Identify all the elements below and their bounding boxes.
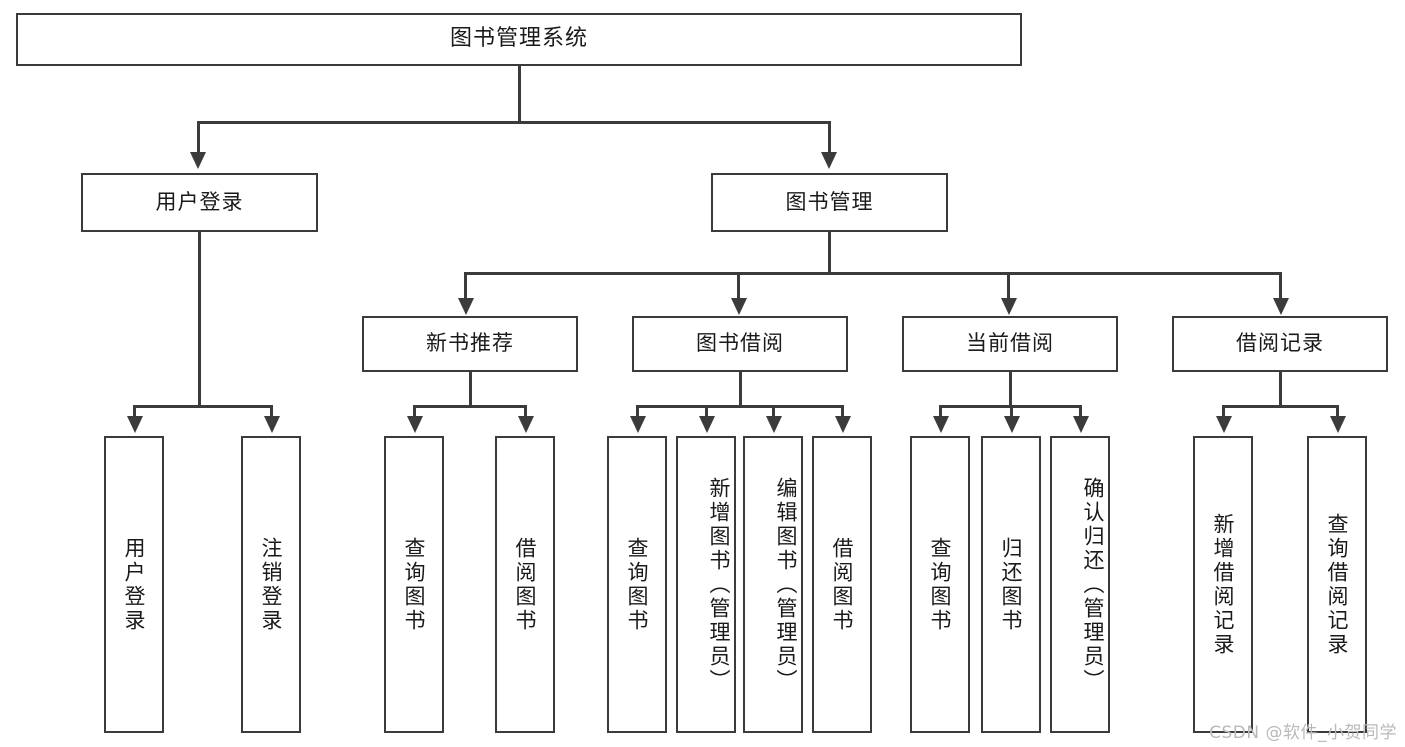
edge-book-manage-stem — [828, 232, 831, 274]
edge-book-manage-bus — [464, 272, 1282, 275]
node-borrow-record-label: 借阅记录 — [1236, 331, 1324, 356]
edge-new-book-rec-stem — [469, 372, 472, 407]
node-current-borrow-label: 当前借阅 — [966, 331, 1054, 356]
arrow-leaf-borrow-book-1 — [518, 416, 534, 433]
node-leaf-confirm-return[interactable]: 确认归还（管理员） — [1050, 436, 1110, 733]
edge-br-drop-1 — [1222, 405, 1225, 422]
arrow-to-current-borrow — [1001, 298, 1017, 315]
edge-user-login-drop-1 — [133, 405, 136, 422]
node-leaf-borrow-book-1[interactable]: 借阅图书 — [495, 436, 555, 733]
node-root-label: 图书管理系统 — [449, 26, 588, 52]
node-leaf-user-login-label: 用户登录 — [122, 536, 146, 633]
edge-user-login-bus — [133, 405, 272, 408]
arrow-to-borrow-record — [1273, 298, 1289, 315]
edge-to-current-borrow — [1007, 272, 1010, 304]
node-leaf-logout-label: 注销登录 — [259, 536, 283, 633]
edge-to-book-manage — [828, 121, 831, 156]
edge-to-book-borrow — [737, 272, 740, 304]
arrow-to-new-book-rec — [458, 298, 474, 315]
node-leaf-query-book-1-label: 查询图书 — [402, 536, 426, 633]
arrow-leaf-borrow-book-2 — [835, 416, 851, 433]
node-current-borrow[interactable]: 当前借阅 — [902, 316, 1118, 372]
edge-nbr-drop-2 — [524, 405, 527, 422]
node-leaf-edit-book[interactable]: 编辑图书（管理员） — [743, 436, 803, 733]
node-leaf-borrow-book-1-label: 借阅图书 — [513, 536, 537, 633]
edge-book-borrow-stem — [739, 372, 742, 407]
node-user-login-label: 用户登录 — [155, 189, 244, 214]
arrow-leaf-edit-book — [766, 416, 782, 433]
edge-bb-drop-3 — [772, 405, 775, 422]
edge-user-login-drop-2 — [270, 405, 273, 422]
node-book-borrow[interactable]: 图书借阅 — [632, 316, 848, 372]
edge-bb-drop-1 — [636, 405, 639, 422]
node-leaf-query-book-3[interactable]: 查询图书 — [910, 436, 970, 733]
node-leaf-add-record[interactable]: 新增借阅记录 — [1193, 436, 1253, 733]
edge-root-stem — [518, 66, 521, 121]
node-leaf-add-book-label: 新增图书（管理员） — [707, 476, 731, 693]
arrow-to-book-manage — [821, 152, 837, 169]
edge-user-login-stem — [198, 232, 201, 407]
node-leaf-query-book-2[interactable]: 查询图书 — [607, 436, 667, 733]
edge-borrow-record-bus — [1222, 405, 1339, 408]
arrow-leaf-logout — [264, 416, 280, 433]
edge-cb-drop-1 — [939, 405, 942, 422]
node-book-manage[interactable]: 图书管理 — [711, 173, 948, 232]
node-new-book-rec[interactable]: 新书推荐 — [362, 316, 578, 372]
node-user-login[interactable]: 用户登录 — [81, 173, 318, 232]
node-leaf-user-login[interactable]: 用户登录 — [104, 436, 164, 733]
node-leaf-query-book-1[interactable]: 查询图书 — [384, 436, 444, 733]
node-leaf-logout[interactable]: 注销登录 — [241, 436, 301, 733]
edge-cb-drop-3 — [1079, 405, 1082, 422]
edge-book-borrow-bus — [636, 405, 844, 408]
node-leaf-return-book-label: 归还图书 — [999, 536, 1023, 633]
node-leaf-query-book-2-label: 查询图书 — [625, 536, 649, 633]
arrow-leaf-query-book-1 — [407, 416, 423, 433]
arrow-to-user-login — [190, 152, 206, 169]
arrow-leaf-add-record — [1216, 416, 1232, 433]
edge-root-bus — [197, 121, 831, 124]
arrow-leaf-add-book — [699, 416, 715, 433]
arrow-to-book-borrow — [731, 298, 747, 315]
node-leaf-borrow-book-2-label: 借阅图书 — [830, 536, 854, 633]
edge-cb-drop-2 — [1010, 405, 1013, 422]
edge-new-book-rec-bus — [413, 405, 527, 408]
node-root[interactable]: 图书管理系统 — [16, 13, 1022, 66]
edge-current-borrow-stem — [1009, 372, 1012, 407]
edge-bb-drop-2 — [705, 405, 708, 422]
node-leaf-return-book[interactable]: 归还图书 — [981, 436, 1041, 733]
arrow-leaf-confirm-return — [1073, 416, 1089, 433]
node-borrow-record[interactable]: 借阅记录 — [1172, 316, 1388, 372]
node-leaf-borrow-book-2[interactable]: 借阅图书 — [812, 436, 872, 733]
node-leaf-query-book-3-label: 查询图书 — [928, 536, 952, 633]
arrow-leaf-user-login — [127, 416, 143, 433]
node-leaf-query-record-label: 查询借阅记录 — [1325, 512, 1349, 657]
edge-bb-drop-4 — [841, 405, 844, 422]
node-leaf-add-book[interactable]: 新增图书（管理员） — [676, 436, 736, 733]
node-leaf-edit-book-label: 编辑图书（管理员） — [774, 476, 798, 693]
arrow-leaf-query-record — [1330, 416, 1346, 433]
edge-to-new-book-rec — [464, 272, 467, 304]
edge-to-user-login — [197, 121, 200, 156]
arrow-leaf-query-book-3 — [933, 416, 949, 433]
node-leaf-query-record[interactable]: 查询借阅记录 — [1307, 436, 1367, 733]
node-book-borrow-label: 图书借阅 — [696, 331, 784, 356]
node-book-manage-label: 图书管理 — [785, 189, 874, 214]
edge-nbr-drop-1 — [413, 405, 416, 422]
node-leaf-confirm-return-label: 确认归还（管理员） — [1081, 476, 1105, 693]
node-leaf-add-record-label: 新增借阅记录 — [1211, 512, 1235, 657]
edge-br-drop-2 — [1336, 405, 1339, 422]
node-new-book-rec-label: 新书推荐 — [426, 331, 514, 356]
arrow-leaf-query-book-2 — [630, 416, 646, 433]
edge-to-borrow-record — [1279, 272, 1282, 304]
arrow-leaf-return-book — [1004, 416, 1020, 433]
edge-borrow-record-stem — [1279, 372, 1282, 407]
